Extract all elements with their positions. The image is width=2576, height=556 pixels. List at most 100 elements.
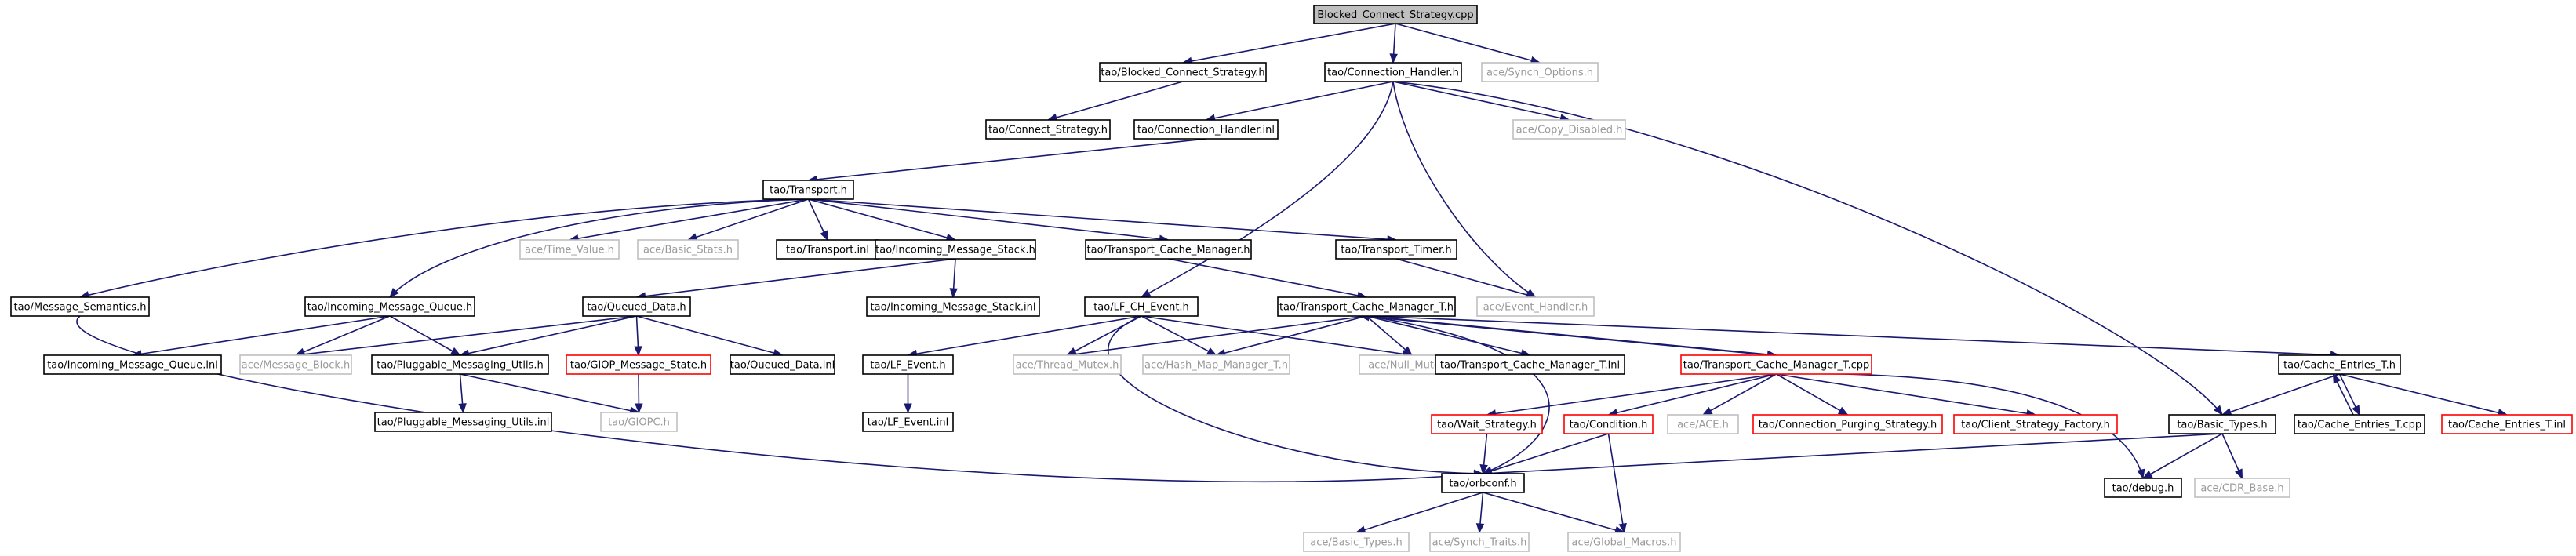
- node-tcm-h[interactable]: tao/Transport_Cache_Manager.h: [1085, 239, 1252, 260]
- file-nodes: Blocked_Connect_Strategy.cpp tao/Blocked_…: [10, 5, 2573, 552]
- node-label: tao/Client_Strategy_Factory.h: [1961, 420, 2110, 431]
- node-label: ace/Basic_Stats.h: [643, 245, 733, 256]
- node-synch-opt: ace/Synch_Options.h: [1481, 62, 1599, 82]
- edge-line: [1047, 81, 1184, 121]
- arrow-head-icon: [2213, 405, 2223, 416]
- edge-cond-h-to-glob-macros: [1607, 433, 1627, 534]
- node-cps-h: tao/Connection_Purging_Strategy.h: [1752, 414, 1943, 434]
- arrow-head-icon: [1402, 346, 1414, 356]
- node-ims-inl[interactable]: tao/Incoming_Message_Stack.inl: [866, 296, 1040, 317]
- edge-line: [687, 198, 809, 241]
- dependency-edges: [76, 23, 2509, 534]
- node-box: [1563, 414, 1654, 434]
- node-qd-h[interactable]: tao/Queued_Data.h: [582, 296, 691, 317]
- node-label: tao/Transport.inl: [786, 245, 869, 256]
- node-msgsem-h[interactable]: tao/Message_Semantics.h: [10, 296, 150, 317]
- edge-line: [132, 315, 391, 356]
- edge-btypes-h-to-debug-h: [2141, 433, 2223, 479]
- node-box: [2294, 414, 2425, 434]
- node-imq-inl[interactable]: tao/Incoming_Message_Queue.inl: [43, 354, 222, 375]
- edge-lfch-h-to-lfev-h: [907, 315, 1142, 358]
- node-box: [519, 239, 620, 260]
- edge-ch-h-to-copy-dis: [1392, 81, 1570, 122]
- node-lfch-h[interactable]: tao/LF_CH_Event.h: [1084, 296, 1199, 317]
- edge-line: [1702, 373, 1777, 416]
- edge-tcmt-cpp-to-cond-h: [1607, 373, 1777, 417]
- edge-imq-h-to-imq-inl: [131, 315, 391, 358]
- node-ch-inl[interactable]: tao/Connection_Handler.inl: [1133, 119, 1279, 140]
- node-cet-cpp[interactable]: tao/Cache_Entries_T.cpp: [2294, 414, 2425, 434]
- arrow-head-icon: [820, 230, 828, 242]
- node-transport-inl[interactable]: tao/Transport.inl: [776, 239, 879, 260]
- node-lfev-h[interactable]: tao/LF_Event.h: [862, 354, 954, 375]
- node-box: [43, 354, 222, 375]
- node-label: tao/Connection_Handler.h: [1327, 67, 1459, 79]
- node-label: ace/Global_Macros.h: [1572, 537, 1677, 549]
- node-pmu-h[interactable]: tao/Pluggable_Messaging_Utils.h: [371, 354, 549, 375]
- node-cdrbase-h: ace/CDR_Base.h: [2194, 478, 2290, 498]
- edge-tcm-h-to-tcmt-h: [1168, 258, 1368, 300]
- node-box: [566, 354, 711, 375]
- edge-line: [1141, 315, 1217, 356]
- node-box: [239, 354, 352, 375]
- edge-qd-h-to-giopms-h: [634, 315, 642, 357]
- node-ch-h[interactable]: tao/Connection_Handler.h: [1324, 62, 1462, 82]
- node-imq-h[interactable]: tao/Incoming_Message_Queue.h: [304, 296, 475, 317]
- edge-line: [1141, 315, 1413, 356]
- node-orbconf-h[interactable]: tao/orbconf.h: [1441, 473, 1525, 493]
- node-lfev-inl[interactable]: tao/LF_Event.inl: [862, 412, 954, 432]
- edge-cet-cpp-to-cet-h: [2332, 372, 2354, 416]
- edge-ttimer-h-to-evh-h: [1395, 258, 1537, 299]
- node-box: [762, 180, 854, 200]
- node-transport-h[interactable]: tao/Transport.h: [762, 180, 854, 200]
- arrow-head-icon: [1206, 347, 1217, 356]
- node-debug-h[interactable]: tao/debug.h: [2104, 478, 2182, 498]
- node-label: tao/Basic_Types.h: [2177, 420, 2267, 431]
- node-label: tao/Incoming_Message_Stack.inl: [871, 302, 1036, 314]
- node-pmu-inl[interactable]: tao/Pluggable_Messaging_Utils.inl: [374, 412, 552, 432]
- node-cet-h[interactable]: tao/Cache_Entries_T.h: [2278, 354, 2401, 375]
- edge-pmu-h-to-pmu-inl: [458, 373, 467, 414]
- node-box: [371, 354, 549, 375]
- node-ttimer-h[interactable]: tao/Transport_Timer.h: [1335, 239, 1457, 260]
- node-glob-macros: ace/Global_Macros.h: [1567, 532, 1681, 552]
- node-box: [2194, 478, 2290, 498]
- node-evh-h: ace/Event_Handler.h: [1476, 296, 1595, 317]
- arrow-head-icon: [1618, 522, 1627, 534]
- node-box: [2168, 414, 2276, 434]
- node-btypes-h[interactable]: tao/Basic_Types.h: [2168, 414, 2276, 434]
- node-qd-inl[interactable]: tao/Queued_Data.inl: [730, 354, 835, 375]
- node-box: [1476, 296, 1595, 317]
- edge-line: [1486, 373, 1777, 416]
- node-ims-h[interactable]: tao/Incoming_Message_Stack.h: [875, 239, 1036, 260]
- node-tcmt-h[interactable]: tao/Transport_Cache_Manager_T.h: [1277, 296, 1456, 317]
- arrow-head-icon: [1475, 523, 1485, 534]
- node-label: tao/Transport_Cache_Manager_T.inl: [1440, 360, 1620, 372]
- node-ace-btypes: ace/Basic_Types.h: [1303, 532, 1410, 552]
- node-synch-traits: ace/Synch_Traits.h: [1429, 532, 1530, 552]
- node-tcmt-inl[interactable]: tao/Transport_Cache_Manager_T.inl: [1435, 354, 1625, 375]
- node-root[interactable]: Blocked_Connect_Strategy.cpp: [1313, 5, 1478, 24]
- arrow-head-icon: [1140, 289, 1152, 298]
- arrow-head-icon: [2137, 468, 2145, 480]
- edge-line: [1366, 315, 1550, 474]
- arrow-head-icon: [2332, 372, 2341, 384]
- edge-line: [79, 198, 809, 298]
- node-bcs-h[interactable]: tao/Blocked_Connect_Strategy.h: [1099, 62, 1267, 82]
- edge-line: [1359, 315, 1770, 356]
- node-cs-h[interactable]: tao/Connect_Strategy.h: [985, 119, 1111, 140]
- arrow-head-icon: [389, 287, 399, 298]
- edge-tcmt-cpp-to-wait-h: [1486, 373, 1777, 418]
- edge-wait-h-to-orbconf-h: [1479, 433, 1488, 475]
- edge-line: [295, 315, 391, 356]
- node-msgblk: ace/Message_Block.h: [239, 354, 352, 375]
- node-box: [862, 412, 954, 432]
- node-label: tao/Queued_Data.h: [587, 302, 686, 314]
- edge-line: [2339, 373, 2508, 416]
- edge-giopms-h-to-giopc-h: [635, 373, 643, 414]
- edge-btypes-h-to-cdrbase-h: [2221, 433, 2243, 480]
- edge-root-to-bcs-h: [1181, 23, 1396, 66]
- edge-line: [1608, 373, 1777, 416]
- node-box: [374, 412, 552, 432]
